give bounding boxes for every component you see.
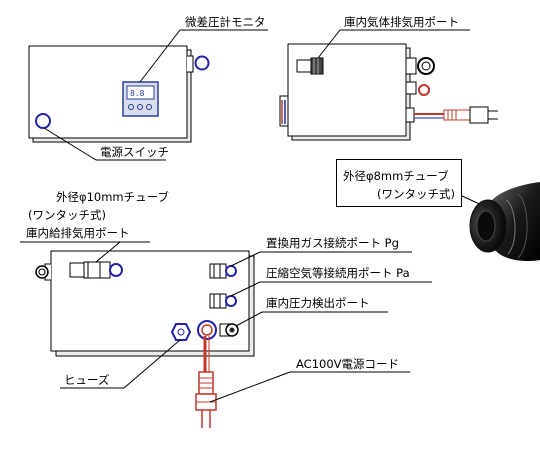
knob-icon	[194, 55, 210, 71]
pressure-detect-port-label: 庫内圧力検出ポート	[266, 296, 370, 310]
chamber-gas-port-label: 庫内気体排気用ポート	[344, 15, 459, 29]
power-switch-label: 電源スイッチ	[100, 145, 169, 159]
rear-unit	[20, 241, 432, 428]
svg-text:8.8: 8.8	[130, 89, 145, 98]
tube-8mm-note: (ワンタッチ式)	[377, 187, 455, 201]
replacement-gas-port-label: 置換用ガス接続ポート Pg	[266, 236, 399, 250]
tube-8mm-label: 外径φ8mmチューブ	[343, 169, 449, 183]
front-unit: 8.8	[28, 29, 268, 161]
pressure-monitor-label: 微差圧計モニタ	[185, 15, 266, 29]
side-unit	[279, 29, 498, 141]
power-switch-icon	[35, 113, 51, 129]
power-cord-label: AC100V電源コード	[296, 357, 400, 371]
tube-photo-icon	[469, 182, 540, 261]
fuse-label: ヒューズ	[64, 373, 110, 387]
plug-icon	[195, 371, 217, 428]
tube-8mm-callout: 外径φ8mmチューブ (ワンタッチ式)	[336, 159, 462, 207]
tube-10mm-label: 外径φ10mmチューブ	[56, 190, 169, 204]
fitting-icon	[69, 261, 123, 279]
tube-10mm-note: (ワンタッチ式)	[28, 208, 106, 222]
pressure-monitor-panel: 8.8	[122, 81, 159, 117]
supply-exhaust-port-label: 庫内給排気用ポート	[26, 226, 130, 240]
compressed-air-port-label: 圧縮空気等接続用ポート Pa	[266, 266, 410, 280]
